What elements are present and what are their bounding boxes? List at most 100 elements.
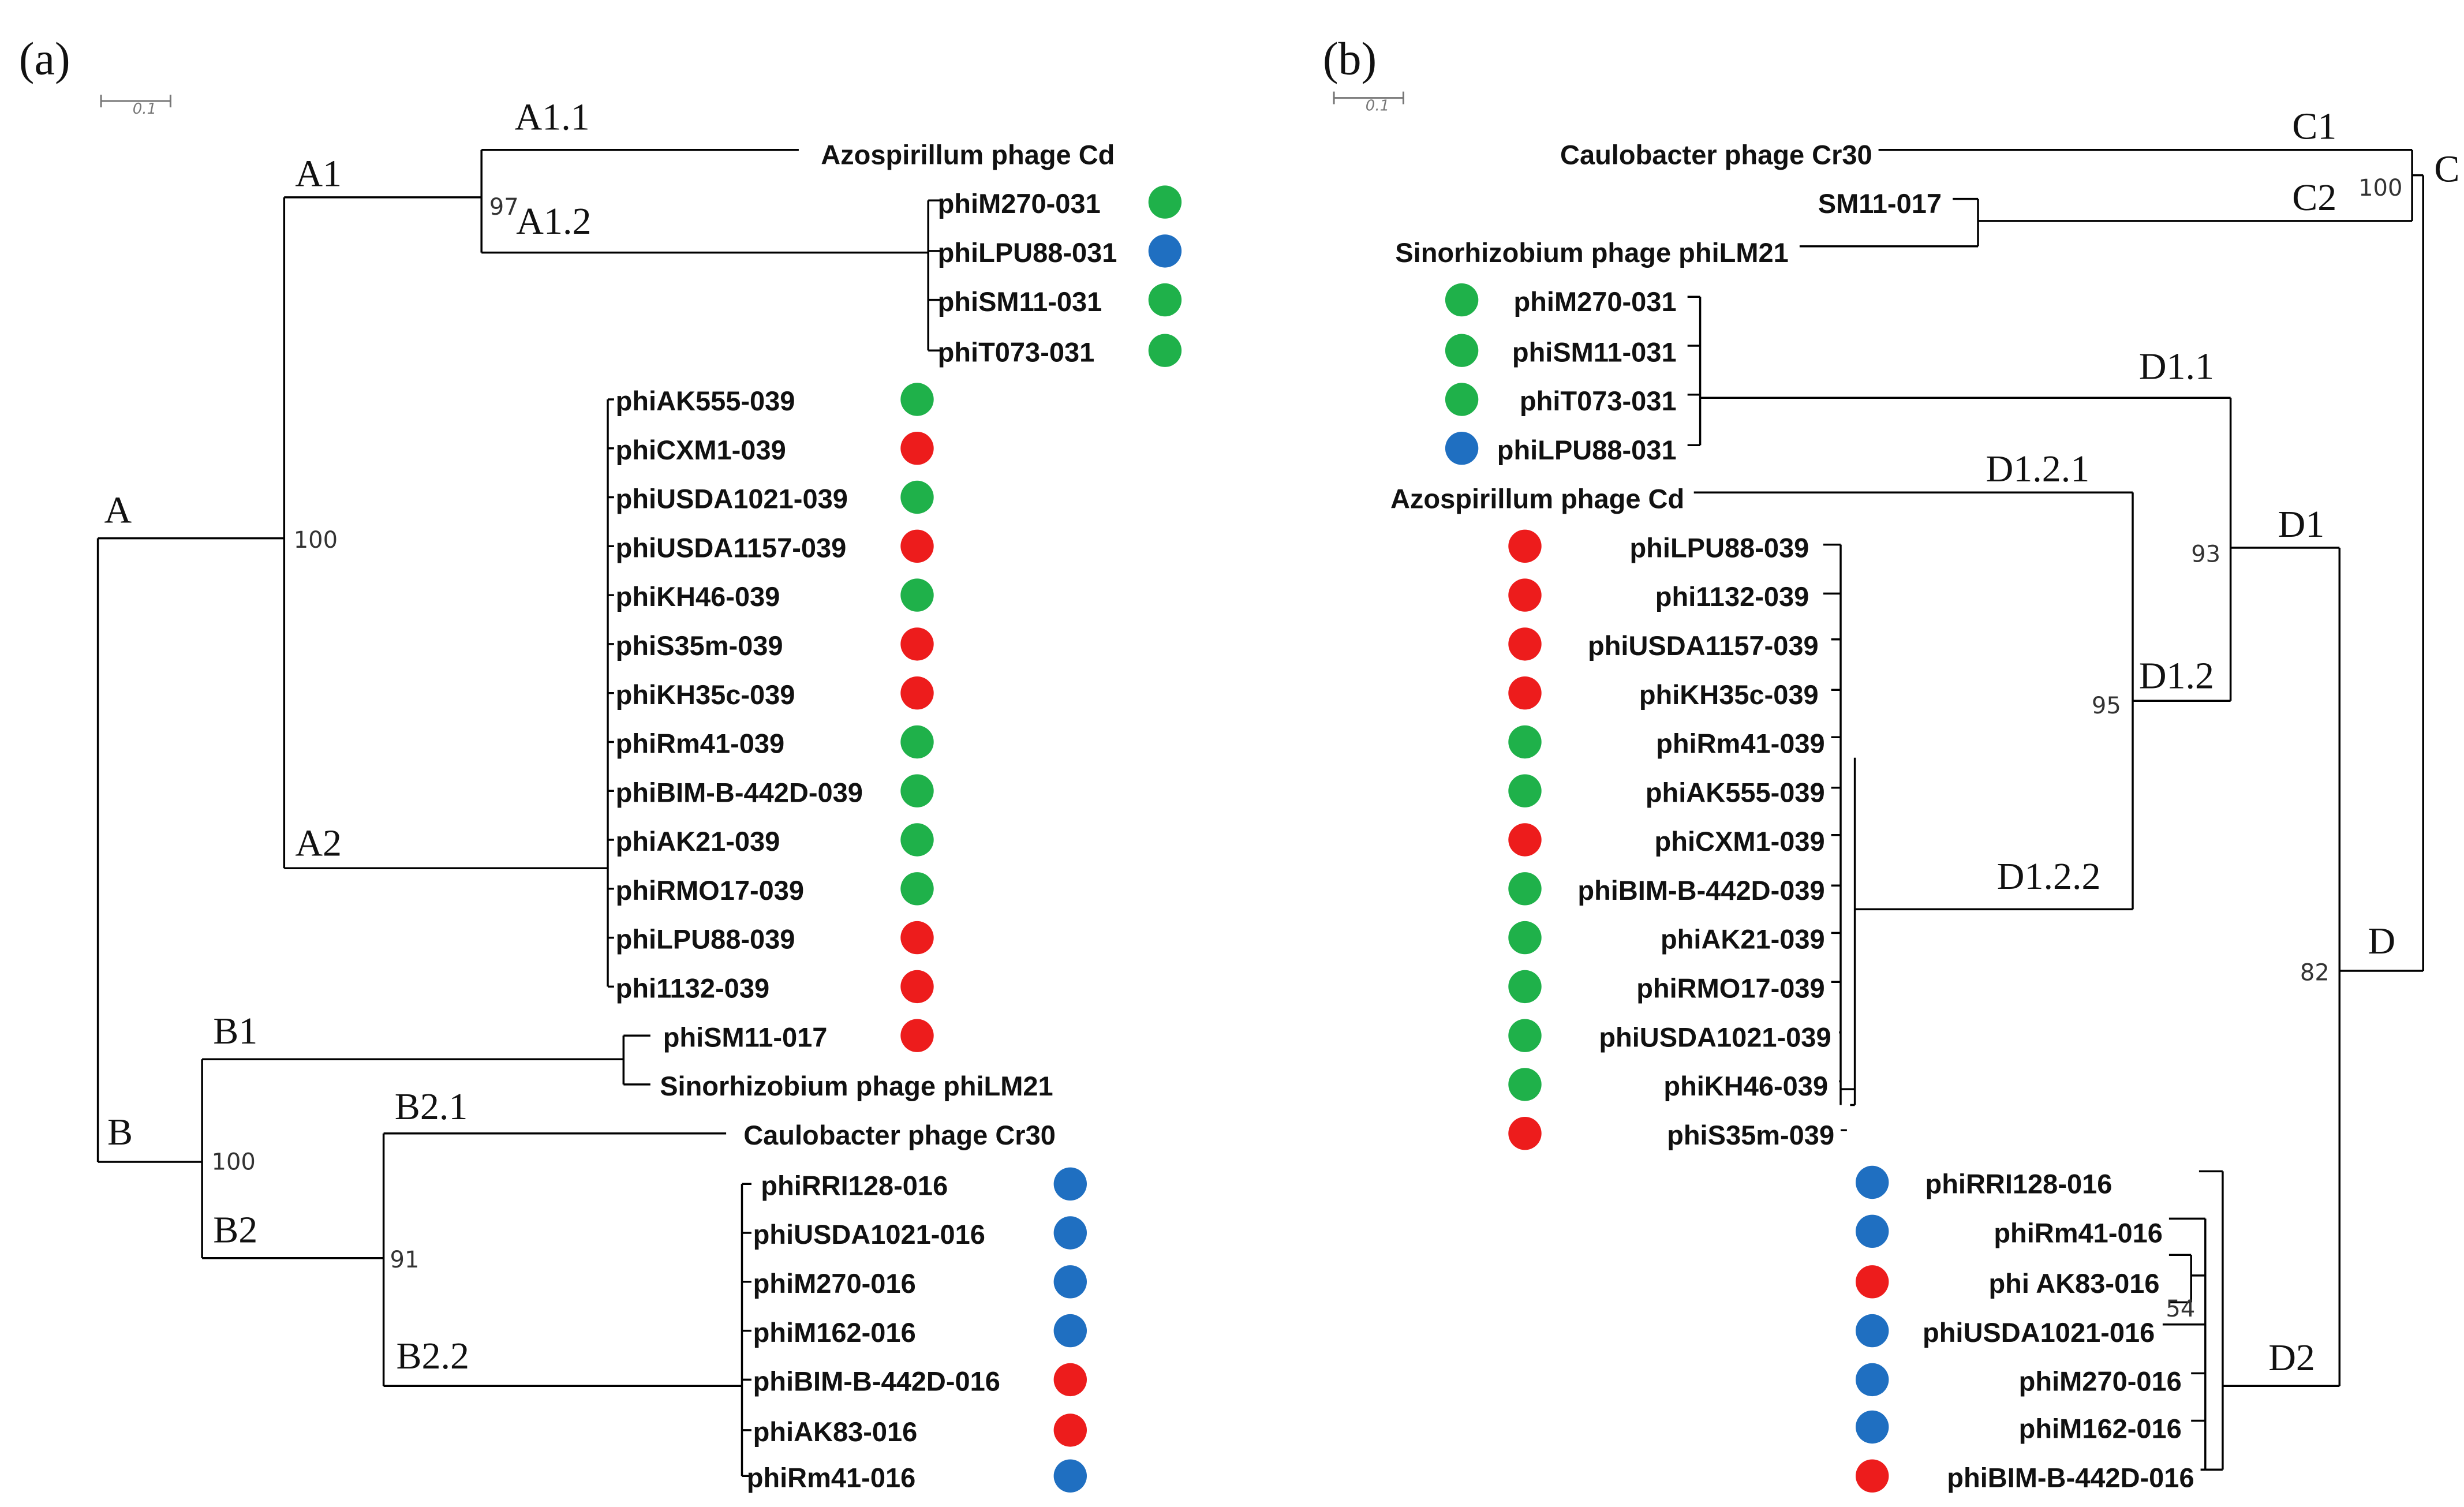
- panel-b-leaf-label: phiKH35c-039: [1639, 679, 1819, 710]
- panel-b-leaf-label: phiT073-031: [1520, 386, 1677, 416]
- panel-b-host-dot: [1856, 1214, 1889, 1248]
- panel-b-host-dot: [1508, 1068, 1542, 1101]
- panel-b-host-dot: [1856, 1459, 1889, 1493]
- panel-a-clade-label: A: [104, 489, 132, 531]
- panel-a-host-dot: [1053, 1413, 1087, 1447]
- panel-a-leaf-label: phiCXM1-039: [616, 435, 786, 465]
- panel-b-host-dot: [1445, 283, 1479, 317]
- panel-b-leaf-label: phiLPU88-031: [1497, 435, 1677, 465]
- panel-b-leaf-label: phiRm41-016: [1994, 1217, 2163, 1248]
- panel-a-leaf-label: phiUSDA1021-039: [616, 484, 848, 514]
- panel-b-bootstrap-value: 95: [2092, 693, 2121, 719]
- panel-b-leaf-label: Caulobacter phage Cr30: [1560, 139, 1872, 170]
- panel-a-leaf-label: phiUSDA1157-039: [616, 533, 847, 563]
- panel-a-bootstrap-value: 97: [489, 194, 519, 220]
- panel-b-clade-D2-branch: [2198, 1170, 2224, 1471]
- panel-b-leaf-label: phiM270-016: [2019, 1366, 2182, 1397]
- panel-b-host-dot: [1445, 432, 1479, 465]
- panel-a-host-dot: [900, 970, 934, 1004]
- panel-a-host-dot: [1148, 185, 1182, 219]
- panel-b-clade-label: D: [2368, 920, 2396, 962]
- panel-b-D2-subclade-branch: [2168, 1254, 2192, 1304]
- panel-b-host-dot: [1445, 334, 1479, 367]
- panel-a-scale-bar-label: 0.1: [133, 100, 156, 118]
- panel-b-host-dot: [1508, 578, 1542, 612]
- panel-b-host-dot: [1508, 627, 1542, 661]
- panel-b-leaf-label: phiM270-031: [1513, 286, 1676, 317]
- panel-a-clade-label: B2.1: [395, 1086, 468, 1128]
- panel-a-host-dot: [1148, 334, 1182, 367]
- panel-b-host-dot: [1856, 1363, 1889, 1397]
- panel-b-host-dot: [1508, 1019, 1542, 1052]
- panel-a-leaf-label: phiLPU88-031: [938, 237, 1117, 268]
- panel-b-leaf-label: Azospirillum phage Cd: [1390, 484, 1684, 514]
- panel-b-host-dot: [1856, 1314, 1889, 1348]
- panel-b-host-dot: [1508, 921, 1542, 955]
- panel-a-clade-label: B2: [213, 1209, 257, 1251]
- panel-b-bootstrap-value: 54: [2166, 1296, 2195, 1322]
- panel-b-D1.2.2-leaves-branch: [1823, 543, 1847, 1132]
- panel-b-D1.2.2-branch: [1841, 757, 1856, 1106]
- panel-b-leaf-label: phiUSDA1021-016: [1923, 1317, 2155, 1348]
- panel-b-host-dot: [1508, 970, 1542, 1004]
- panel-b-leaf-label: phiKH46-039: [1663, 1071, 1828, 1101]
- panel-a-leaf-label: phiBIM-B-442D-039: [616, 777, 863, 807]
- panel-b-clade-C-branch: [1878, 149, 2413, 222]
- panel-a-host-dot: [900, 921, 934, 955]
- panel-a-host-dot: [900, 383, 934, 416]
- panel-a-leaf-label: Caulobacter phage Cr30: [743, 1120, 1056, 1150]
- panel-a-leaf-label: phiT073-031: [938, 336, 1095, 367]
- panel-b-leaf-label: Sinorhizobium phage phiLM21: [1395, 237, 1789, 268]
- panel-a-host-dot: [900, 578, 934, 612]
- panel-a-leaf-label: phiM270-016: [753, 1268, 916, 1299]
- panel-b-host-dot: [1445, 383, 1479, 416]
- panel-a-host-dot: [1053, 1216, 1087, 1250]
- panel-b-leaf-label: phiAK21-039: [1661, 924, 1825, 955]
- panel-a-clade-label: B: [107, 1111, 133, 1153]
- panel-a-leaf-label: phiRm41-039: [616, 728, 785, 759]
- panel-b-host-dot: [1508, 823, 1542, 857]
- panel-b-leaf-label: phiBIM-B-442D-039: [1577, 875, 1824, 906]
- panel-b-leaf-label: phiUSDA1021-039: [1599, 1022, 1831, 1052]
- panel-b-clade-label: C1: [2292, 106, 2336, 148]
- panel-a-host-dot: [1053, 1459, 1087, 1493]
- panel-b-bootstrap-value: 100: [2358, 175, 2402, 201]
- panel-b-clade-label: C2: [2292, 177, 2336, 219]
- panel-b-clade-label: D1.1: [2139, 345, 2214, 387]
- panel-a-clade-label: A1.1: [515, 96, 590, 138]
- panel-a-host-dot: [900, 529, 934, 563]
- panel-b-leaf-label: phiCXM1-039: [1655, 826, 1825, 857]
- panel-b-leaf-label: phiLPU88-039: [1629, 533, 1809, 563]
- panel-b-leaf-label: phi AK83-016: [1988, 1268, 2159, 1299]
- panel-b-leaf-label: SM11-017: [1818, 188, 1942, 219]
- panel-a-host-dot: [1053, 1265, 1087, 1299]
- panel-a-host-dot: [900, 823, 934, 857]
- panel-b-clade-label: D1: [2278, 503, 2325, 545]
- panel-a-clade-label: B2.2: [397, 1335, 470, 1377]
- panel-b-root-branch: [2339, 174, 2424, 972]
- panel-a-leaf-label: phiKH35c-039: [616, 679, 795, 710]
- panel-b-leaf-label: phiUSDA1157-039: [1588, 630, 1819, 661]
- panel-a-leaf-label: phiUSDA1021-016: [753, 1219, 985, 1250]
- panel-a-host-dot: [1148, 283, 1182, 317]
- panel-a-host-dot: [900, 480, 934, 514]
- panel-b-clade-D1-branch: [1700, 397, 2232, 702]
- panel-a-host-dot: [1053, 1314, 1087, 1348]
- panel-a-clade-label: B1: [213, 1010, 257, 1052]
- panel-b-host-dot: [1508, 676, 1542, 710]
- panel-b-bootstrap-value: 82: [2300, 959, 2330, 986]
- panel-a-host-dot: [900, 774, 934, 807]
- panel-a-leaf-label: phiLPU88-039: [616, 924, 795, 955]
- panel-b-host-dot: [1508, 529, 1542, 563]
- panel-a-bootstrap-value: 91: [390, 1247, 420, 1273]
- panel-a-bootstrap-value: 100: [294, 527, 338, 554]
- panel-b-bootstrap-value: 93: [2191, 541, 2220, 568]
- panel-a-host-dot: [1148, 234, 1182, 268]
- panel-b-host-dot: [1856, 1265, 1889, 1299]
- panel-a-host-dot: [900, 676, 934, 710]
- panel-b-clade-D1.2-branch: [1693, 491, 2134, 911]
- panel-a-leaf-label: phiM162-016: [753, 1317, 916, 1348]
- panel-b-scale-bar-label: 0.1: [1366, 97, 1389, 114]
